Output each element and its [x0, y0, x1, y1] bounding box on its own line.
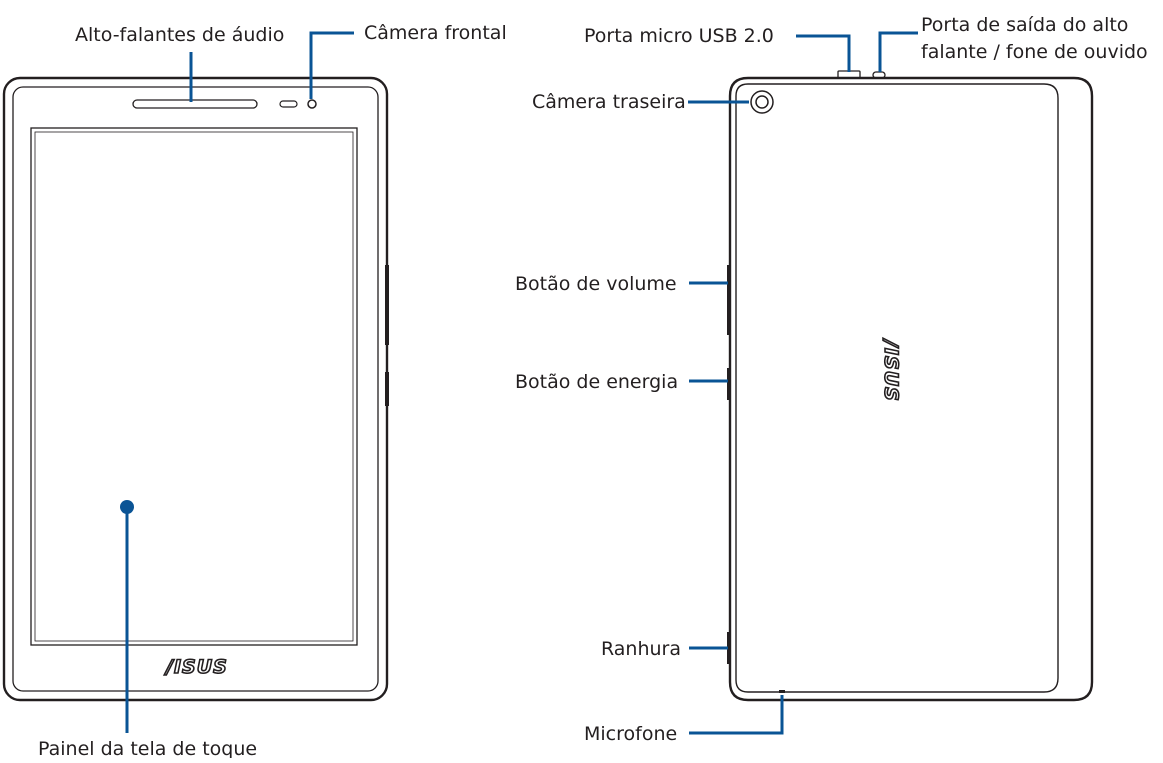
label-front-camera: Câmera frontal — [364, 22, 507, 44]
back-side-slot — [727, 632, 730, 664]
front-sensor — [279, 100, 298, 108]
leader-headphone-port — [878, 31, 918, 72]
label-touch-panel: Painel da tela de toque — [38, 738, 257, 758]
leader-microphone — [689, 695, 784, 735]
rear-camera-lens — [755, 95, 769, 109]
label-headphone-port-line1: Porta de saída do alto — [921, 14, 1128, 36]
label-slot: Ranhura — [601, 638, 681, 660]
touch-panel-marker-dot — [120, 500, 134, 514]
label-audio-speaker: Alto-falantes de áudio — [75, 24, 284, 46]
label-headphone-port-line2: falante / fone de ouvido — [921, 41, 1148, 63]
front-brand-logo: /ISUS — [164, 656, 228, 678]
microphone-hole — [779, 690, 785, 693]
label-rear-camera: Câmera traseira — [532, 91, 686, 113]
label-volume-button: Botão de volume — [515, 273, 677, 295]
touch-screen-inner — [34, 131, 354, 642]
back-panel — [735, 83, 1059, 693]
tablet-back-view: /ISUS — [727, 70, 1094, 702]
back-outer-body — [728, 76, 1094, 702]
leader-lines — [120, 31, 918, 735]
front-side-volume-key — [385, 265, 389, 345]
front-outer-body — [2, 76, 389, 702]
front-side-power-key — [385, 372, 389, 406]
label-microphone: Microfone — [584, 723, 677, 745]
front-camera-lens — [307, 99, 317, 109]
touch-screen — [30, 127, 358, 646]
back-brand-logo: /ISUS — [880, 338, 902, 402]
back-side-volume-key — [727, 265, 731, 335]
leader-micro-usb — [796, 34, 851, 72]
audio-speaker-grille — [132, 99, 258, 109]
label-micro-usb: Porta micro USB 2.0 — [584, 25, 774, 47]
callout-labels: Alto-falantes de áudio Câmera frontal Pa… — [38, 14, 1148, 760]
leader-front-camera — [309, 31, 354, 99]
label-power-button: Botão de energia — [515, 371, 678, 393]
back-side-power-key — [727, 368, 731, 400]
tablet-front-view: /ISUS — [2, 76, 389, 702]
rear-camera-ring — [750, 90, 774, 114]
front-bezel — [12, 86, 379, 692]
